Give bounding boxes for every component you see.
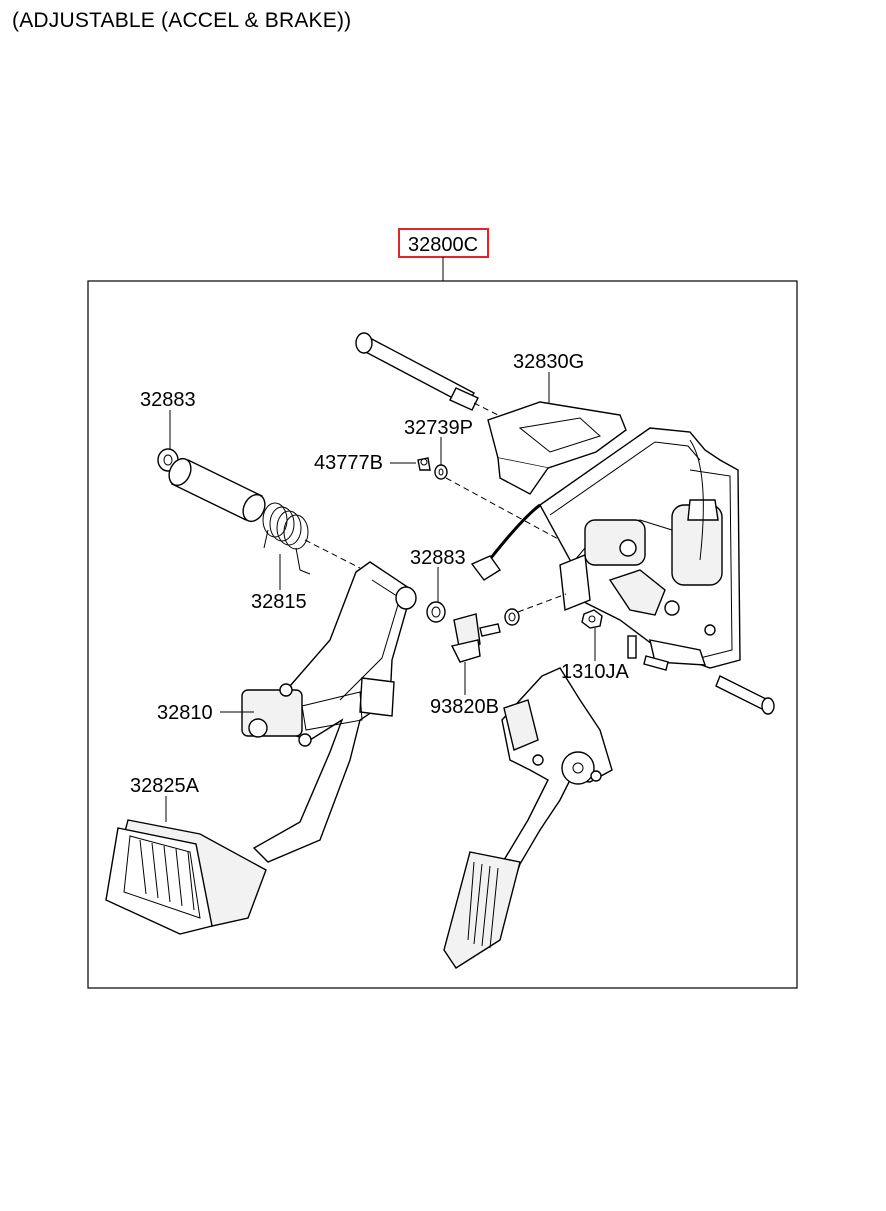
accelerator-pedal (443, 667, 613, 969)
pivot-bolt (355, 332, 479, 411)
washer-32739P (434, 464, 448, 480)
label-32810[interactable]: 32810 (157, 702, 213, 724)
label-93820B[interactable]: 93820B (430, 696, 499, 718)
assembly-part-number[interactable]: 32800C (408, 234, 478, 256)
pedal-sleeve (168, 457, 266, 523)
label-1310JA[interactable]: 1310JA (561, 661, 629, 683)
label-32815[interactable]: 32815 (251, 591, 307, 613)
brake-pedal-arm (241, 561, 417, 863)
return-spring-32815 (262, 502, 311, 575)
label-32825A[interactable]: 32825A (130, 775, 200, 797)
label-32883-center[interactable]: 32883 (410, 547, 466, 569)
bracket-bolts (627, 635, 775, 715)
nut-1310JA (581, 609, 603, 629)
label-32883-upper[interactable]: 32883 (140, 389, 196, 411)
label-32830G[interactable]: 32830G (513, 351, 584, 373)
assembly-frame (87, 280, 798, 989)
label-32739P[interactable]: 32739P (404, 417, 473, 439)
pedal-bracket-assembly (487, 401, 741, 669)
brake-pedal-pad (105, 819, 267, 935)
nut-small (504, 608, 520, 626)
label-43777B[interactable]: 43777B (314, 452, 383, 474)
clip-43777B (417, 457, 431, 471)
stop-lamp-switch-93820B (450, 613, 501, 663)
cable-connector (470, 555, 502, 581)
diagram-title: (ADJUSTABLE (ACCEL & BRAKE)) (12, 9, 352, 32)
bushing-32883-center (426, 601, 446, 623)
